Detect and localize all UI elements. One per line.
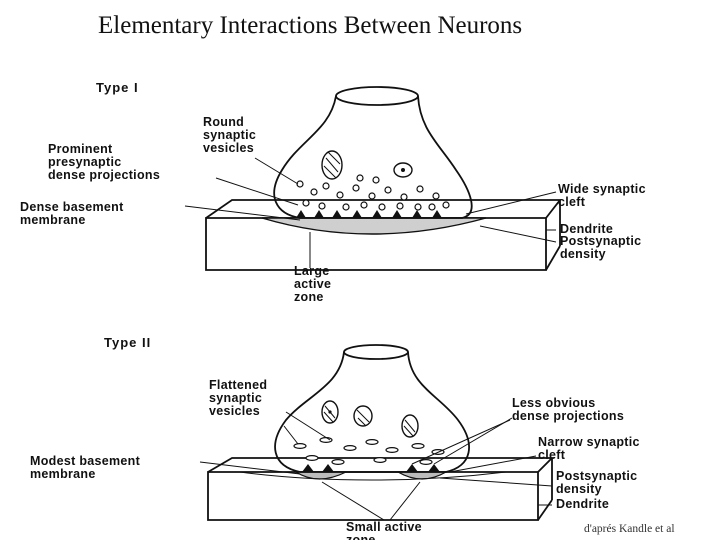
type-2-section: Type II: [30, 335, 644, 540]
type-1-dendrite-block: [205, 199, 562, 271]
type-2-dendrite-block: [207, 457, 555, 521]
type-1-postsynaptic-density: [261, 217, 487, 235]
type-2-heading: Type II: [104, 335, 151, 350]
diagram-title: Elementary Interactions Between Neurons: [98, 12, 522, 39]
type-1-dense-projections: [296, 210, 442, 218]
type-2-label-synaptic-cleft: Narrow synaptic cleft: [538, 435, 644, 462]
type-1-label-postsynaptic-density: Postsynaptic density: [560, 234, 645, 261]
type-1-label-dense-projections: Prominent presynaptic dense projections: [48, 142, 160, 182]
type-1-label-synaptic-cleft: Wide synaptic cleft: [558, 182, 650, 209]
type-1-section: Type I: [20, 80, 650, 304]
type-2-label-dendrite: Dendrite: [556, 497, 609, 511]
type-2-flattened-vesicles: [293, 437, 445, 466]
type-1-round-vesicles: [296, 174, 450, 211]
type-2-label-basement-membrane: Modest basement membrane: [30, 454, 144, 481]
type-2-label-dense-projections: Less obvious dense projections: [512, 396, 624, 423]
type-2-label-postsynaptic-density: Postsynaptic density: [556, 469, 641, 496]
type-2-presynaptic-terminal: [274, 351, 470, 473]
type-1-label-basement-membrane: Dense basement membrane: [20, 200, 127, 227]
type-1-heading: Type I: [96, 80, 139, 95]
type-1-label-round-vesicles: Round synaptic vesicles: [203, 115, 260, 155]
type-2-leader-lines: [199, 411, 553, 521]
type-1-label-dendrite: Dendrite: [560, 222, 613, 236]
type-2-label-active-zone: Small active zone: [346, 520, 426, 540]
type-2-label-flattened-vesicles: Flattened synaptic vesicles: [209, 378, 271, 418]
type-2-dense-projections: [302, 464, 440, 472]
source-credit: d'aprés Kandle et al: [584, 523, 675, 535]
type-1-leader-lines: [184, 157, 557, 268]
type-1-label-active-zone: Large active zone: [294, 264, 335, 304]
